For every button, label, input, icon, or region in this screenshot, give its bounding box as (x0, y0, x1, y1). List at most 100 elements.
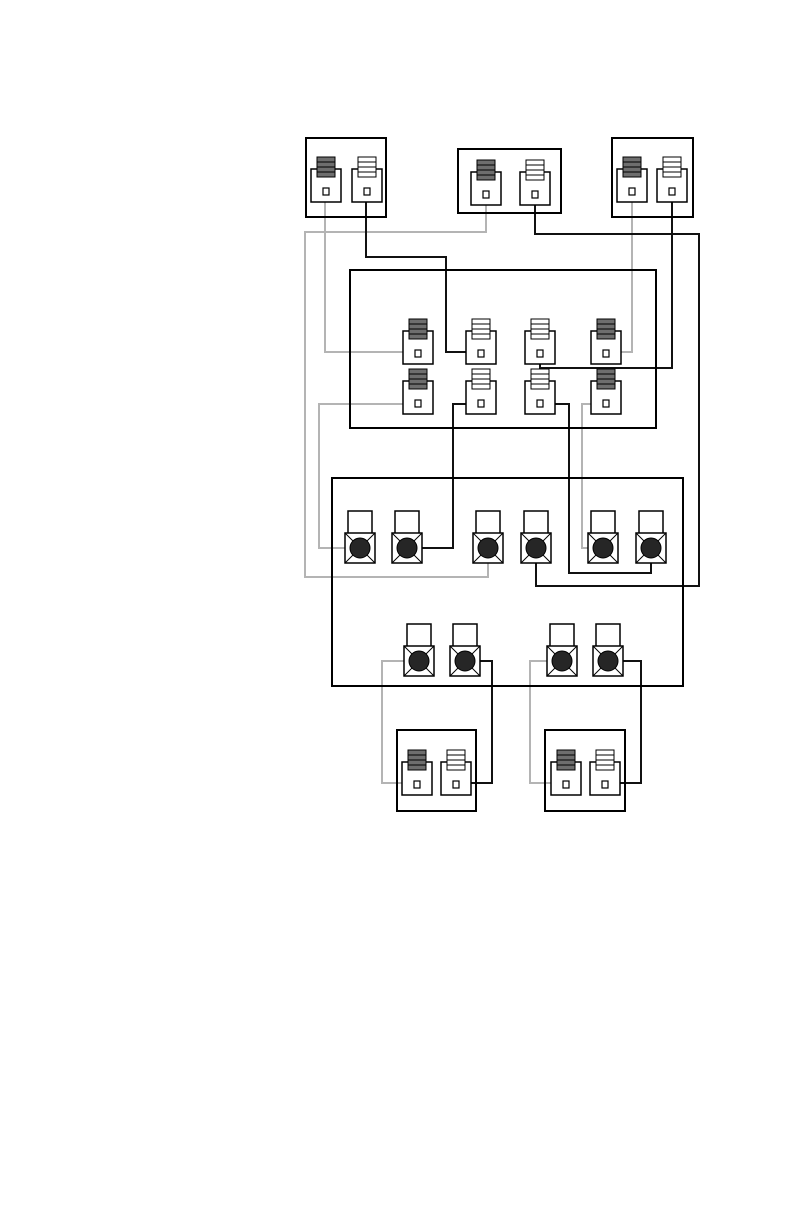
switch-port (345, 511, 375, 563)
switch-led-icon (455, 651, 475, 671)
stack-bar (526, 175, 544, 180)
switch-led-icon (350, 538, 370, 558)
stack-bar (447, 755, 465, 760)
port-pin-icon (323, 188, 329, 195)
switch-port-tab (348, 511, 372, 534)
stack-bar (317, 157, 335, 162)
stack-bar (557, 750, 575, 755)
stack-bar (447, 765, 465, 770)
stack-bar (596, 750, 614, 755)
open-stack-icon (447, 750, 465, 770)
stack-bar (597, 319, 615, 324)
switch-port-tab (407, 624, 431, 647)
filled-stack-icon (409, 369, 427, 389)
stack-bar (623, 157, 641, 162)
open-stack-icon (596, 750, 614, 770)
switch-port (473, 511, 503, 563)
stack-bar (597, 374, 615, 379)
open-stack-icon (472, 319, 490, 339)
stack-bar (623, 162, 641, 167)
stack-bar (409, 319, 427, 324)
switch-port (392, 511, 422, 563)
stack-bar (597, 369, 615, 374)
filled-stack-icon (477, 160, 495, 180)
open-stack-icon (526, 160, 544, 180)
stack-bar (472, 329, 490, 334)
adapter-port (471, 160, 501, 205)
stack-bar (317, 162, 335, 167)
switch-port (593, 624, 623, 676)
stack-bar (447, 750, 465, 755)
adapter-port (525, 319, 555, 364)
switch-port (588, 511, 618, 563)
stack-bar (409, 374, 427, 379)
adapter-port (403, 319, 433, 364)
switch-led-icon (526, 538, 546, 558)
switch-port (547, 624, 577, 676)
port-pin-icon (478, 350, 484, 357)
stack-bar (557, 760, 575, 765)
switch-port (521, 511, 551, 563)
stack-bar (531, 334, 549, 339)
open-stack-icon (358, 157, 376, 177)
stack-bar (472, 384, 490, 389)
stack-bar (472, 319, 490, 324)
stack-bar (623, 167, 641, 172)
stack-bar (623, 172, 641, 177)
switch-port-tab (395, 511, 419, 534)
stack-bar (358, 162, 376, 167)
port-pin-icon (414, 781, 420, 788)
stack-bar (317, 172, 335, 177)
stack-bar (596, 755, 614, 760)
stack-bar (409, 384, 427, 389)
stack-bar (597, 379, 615, 384)
stack-bar (317, 167, 335, 172)
stack-bar (472, 334, 490, 339)
stack-bar (596, 760, 614, 765)
stack-bar (531, 319, 549, 324)
stack-bar (358, 167, 376, 172)
adapter-port (520, 160, 550, 205)
switch-port-tab (596, 624, 620, 647)
black-wires (366, 196, 699, 783)
stack-bar (531, 369, 549, 374)
switch-port-tab (453, 624, 477, 647)
stack-bar (531, 329, 549, 334)
switch-port (404, 624, 434, 676)
stack-bar (663, 167, 681, 172)
stack-bar (358, 172, 376, 177)
filled-stack-icon (557, 750, 575, 770)
adapter-port (591, 319, 621, 364)
port-pin-icon (478, 400, 484, 407)
stack-bar (531, 324, 549, 329)
switch-port-tab (639, 511, 663, 534)
filled-stack-icon (317, 157, 335, 177)
switch-led-icon (397, 538, 417, 558)
stack-bar (477, 170, 495, 175)
stack-bar (596, 765, 614, 770)
stack-bar (472, 374, 490, 379)
stack-bar (409, 334, 427, 339)
port-pin-icon (537, 350, 543, 357)
stack-bar (472, 324, 490, 329)
stack-bar (477, 165, 495, 170)
open-stack-icon (531, 369, 549, 389)
adapter-port (617, 157, 647, 202)
adapter-port (657, 157, 687, 202)
adapter-port (441, 750, 471, 795)
stack-bar (409, 369, 427, 374)
switch-chassis-box (332, 478, 683, 686)
switch-led-icon (598, 651, 618, 671)
open-stack-icon (472, 369, 490, 389)
stack-bar (531, 374, 549, 379)
adapter-port (590, 750, 620, 795)
port-pin-icon (603, 400, 609, 407)
port-pin-icon (537, 400, 543, 407)
port-pin-icon (669, 188, 675, 195)
port-pin-icon (532, 191, 538, 198)
stack-bar (408, 765, 426, 770)
switch-ports (345, 511, 666, 676)
port-pin-icon (364, 188, 370, 195)
adapter-port (352, 157, 382, 202)
stack-bar (597, 384, 615, 389)
